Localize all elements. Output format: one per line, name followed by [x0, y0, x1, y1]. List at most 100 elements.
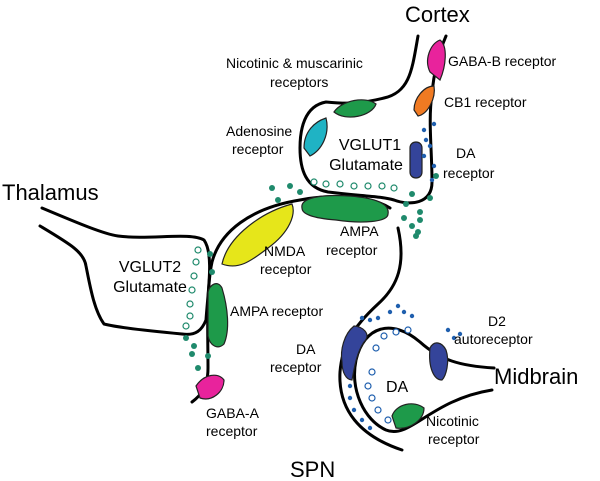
region-label-spn: SPN — [290, 457, 335, 481]
glutamate-vesicle — [188, 286, 196, 294]
ampa-receptor-top — [301, 194, 389, 223]
glutamate-vesicle — [336, 180, 344, 188]
vglut1-terminal-label: VGLUT1 — [339, 137, 401, 154]
da-receptor-cortex-label: receptor — [443, 165, 495, 181]
dopamine-dot — [359, 315, 365, 321]
dopamine-dot — [431, 121, 437, 127]
glutamate-dot — [209, 269, 215, 275]
glutamate-dot — [417, 217, 423, 223]
glutamate-vesicle — [194, 246, 202, 254]
region-label-cortex: Cortex — [405, 2, 470, 27]
glutamate-dot — [433, 173, 439, 179]
glutamate-dot — [183, 335, 189, 341]
dopamine-dot — [347, 383, 353, 389]
glutamate-vesicle — [186, 312, 194, 320]
dopamine-dot — [445, 327, 451, 333]
nicotinic-muscarinic-label: Nicotinic & muscarinic — [226, 55, 363, 71]
glutamate-dot — [207, 251, 213, 257]
dopamine-vesicle — [368, 394, 376, 402]
glutamate-vesicle — [364, 182, 372, 190]
glutamate-vesicle — [182, 322, 190, 330]
dopamine-vesicle — [372, 344, 380, 352]
cb1-receptor-label: CB1 receptor — [444, 94, 527, 110]
dopamine-dot — [427, 143, 433, 149]
glutamate-dot — [427, 195, 433, 201]
dopamine-dot — [421, 153, 427, 159]
dopamine-dot — [395, 303, 401, 309]
vglut1-terminal-label: Glutamate — [329, 157, 403, 174]
glutamate-vesicle — [310, 178, 318, 186]
dopamine-vesicle — [384, 416, 392, 424]
glutamate-vesicle — [190, 272, 198, 280]
nmda-receptor-label: NMDA — [264, 243, 306, 259]
region-label-thalamus: Thalamus — [2, 180, 99, 205]
nicotinic-muscarinic-label: receptors — [270, 74, 328, 90]
da-terminal-label: DA — [386, 379, 409, 396]
gaba-a-receptor-label: GABA-A — [206, 405, 260, 421]
region-label-midbrain: Midbrain — [494, 364, 578, 389]
dopamine-dot — [387, 309, 393, 315]
gaba-b-receptor — [427, 39, 446, 81]
d2-autoreceptor — [429, 342, 449, 381]
dopamine-vesicle — [392, 328, 400, 336]
dopamine-dot — [401, 309, 407, 315]
cortical-terminal-outline — [298, 34, 448, 205]
d2-autoreceptor-label: autoreceptor — [454, 331, 533, 347]
dopamine-dot — [347, 395, 353, 401]
dopamine-dot — [421, 127, 427, 133]
cb1-receptor — [413, 85, 435, 117]
nicotinic-receptor-label: Nicotinic — [426, 413, 479, 429]
dopamine-dot — [457, 331, 463, 337]
glutamate-dot — [403, 201, 409, 207]
da-receptor-cortex-label: DA — [456, 145, 476, 161]
dopamine-dot — [367, 317, 373, 323]
glutamate-vesicle — [350, 182, 358, 190]
dopamine-dot — [423, 137, 429, 143]
vglut2-terminal-label: Glutamate — [113, 279, 187, 296]
glutamate-dot — [191, 343, 197, 349]
nmda-receptor-label: receptor — [260, 261, 312, 277]
glutamate-dot — [287, 183, 293, 189]
glutamate-dot — [409, 223, 415, 229]
glutamate-vesicle — [192, 258, 200, 266]
glutamate-dot — [195, 365, 201, 371]
glutamate-dot — [275, 197, 281, 203]
nicotinic-muscarinic-receptor — [333, 99, 377, 118]
glutamate-dot — [417, 209, 423, 215]
glutamate-dot — [189, 351, 195, 357]
vesicle-dot-group — [182, 121, 463, 431]
glutamate-dot — [205, 353, 211, 359]
dopamine-vesicle — [368, 368, 376, 376]
gaba-a-receptor — [195, 374, 225, 400]
dopamine-dot — [367, 425, 373, 431]
ampa-receptor-left — [207, 283, 229, 348]
dopamine-vesicle — [374, 406, 382, 414]
nicotinic-receptor-label: receptor — [428, 431, 480, 447]
glutamate-vesicle — [186, 300, 194, 308]
gaba-a-receptor-label: receptor — [206, 423, 258, 439]
dopamine-dot — [409, 313, 415, 319]
adenosine-receptor-label: receptor — [232, 141, 284, 157]
da-receptor-spn — [340, 325, 368, 381]
nicotinic-receptor — [391, 403, 425, 429]
ampa-top-receptor-label: AMPA — [340, 223, 379, 239]
glutamate-vesicle — [390, 184, 398, 192]
glutamate-vesicle — [378, 182, 386, 190]
glutamate-dot — [409, 191, 415, 197]
da-receptor-cortex — [409, 141, 423, 179]
dopamine-dot — [451, 335, 457, 341]
vglut2-terminal-label: VGLUT2 — [119, 259, 181, 276]
glutamate-vesicle — [322, 180, 330, 188]
glutamate-dot — [269, 185, 275, 191]
ampa-top-receptor-label: receptor — [326, 242, 378, 258]
dopamine-dot — [429, 177, 435, 183]
thalamic-terminal-outline — [38, 206, 212, 336]
dopamine-dot — [359, 417, 365, 423]
glutamate-dot — [401, 215, 407, 221]
ampa-left-receptor-label: AMPA receptor — [230, 303, 323, 319]
glutamate-dot — [297, 189, 303, 195]
dopamine-vesicle — [380, 332, 388, 340]
glutamate-dot — [415, 229, 421, 235]
